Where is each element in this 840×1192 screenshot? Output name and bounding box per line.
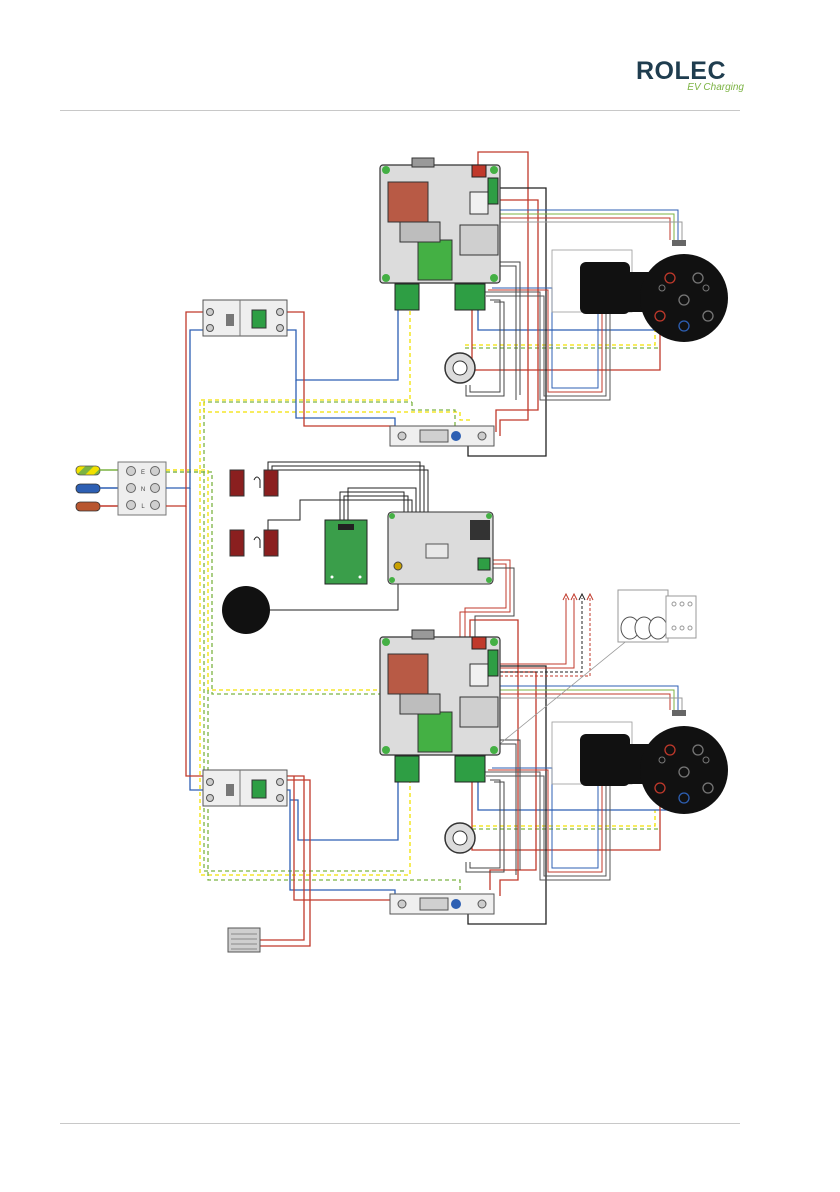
terminal-label-neutral: N	[141, 487, 145, 493]
upper-energy-meter-icon	[390, 426, 494, 446]
speaker-icon	[222, 586, 270, 634]
upper-charger-pcb-icon	[380, 158, 500, 310]
lower-rcbo-breaker-icon	[203, 770, 287, 806]
junction-box-icon	[618, 590, 696, 642]
terminal-block-icon: E N L	[118, 462, 166, 515]
lower-door-switch-icon	[230, 530, 278, 556]
lower-type2-socket-icon	[552, 722, 728, 814]
signal-arrow-icons	[563, 594, 593, 600]
controller-board-icon	[388, 512, 493, 584]
lower-energy-meter-icon	[390, 894, 494, 914]
terminal-label-earth: E	[141, 470, 145, 476]
live-cable	[76, 502, 100, 511]
lower-comms-connector-icon	[672, 710, 686, 716]
neutral-cable	[76, 484, 100, 493]
heater-icon	[228, 928, 260, 952]
upper-rcbo-breaker-icon	[203, 300, 287, 336]
lower-current-transformer-icon	[445, 823, 475, 853]
earth-cable	[76, 466, 100, 475]
upper-current-transformer-icon	[445, 353, 475, 383]
rfid-reader-icon	[325, 520, 367, 584]
upper-comms-connector-icon	[672, 240, 686, 246]
upper-type2-socket-icon	[552, 250, 728, 342]
upper-door-switch-icon	[230, 470, 278, 496]
incoming-supply-cables	[76, 466, 118, 511]
lower-charger-pcb-icon	[380, 630, 500, 782]
